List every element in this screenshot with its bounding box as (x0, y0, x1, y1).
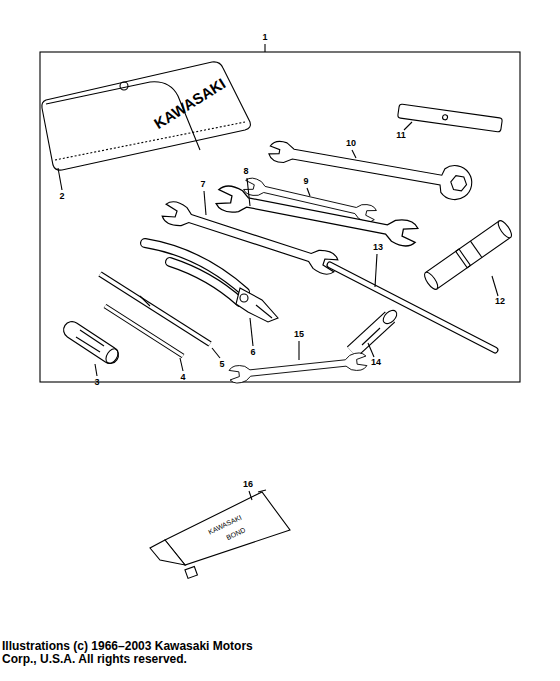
callout-number: 2 (59, 192, 64, 202)
callout-number: 5 (219, 360, 224, 370)
callout-number: 16 (243, 480, 253, 490)
kit-frame (40, 52, 520, 382)
bond-tube (150, 490, 290, 578)
copyright-note: Illustrations (c) 1966–2003 Kawasaki Mot… (2, 640, 287, 666)
callout-number: 1 (262, 33, 267, 43)
flat-bar (398, 104, 503, 132)
screwdriver-handle (72, 330, 121, 365)
callout-number: 4 (180, 373, 185, 383)
tool-bag (42, 62, 251, 190)
callout-number: 7 (200, 180, 205, 190)
callout-number: 8 (243, 167, 248, 177)
screwdriver-blade (100, 274, 210, 344)
callout-number: 12 (495, 297, 505, 307)
screwdriver-blade-small (105, 306, 183, 356)
wrench-15 (229, 352, 368, 384)
callout-number: 11 (396, 131, 406, 141)
callout-number: 10 (346, 139, 356, 149)
callout-number: 13 (373, 243, 383, 253)
callout-number: 3 (94, 378, 99, 388)
plug-wrench (422, 219, 514, 292)
box-spanner (352, 308, 399, 352)
callout-number: 6 (250, 348, 255, 358)
tommy-bar (330, 265, 495, 350)
callout-number: 15 (294, 330, 304, 340)
pliers (145, 243, 278, 322)
callout-number: 9 (303, 177, 308, 187)
callout-number: 14 (371, 358, 381, 368)
box-wrench (267, 133, 475, 202)
